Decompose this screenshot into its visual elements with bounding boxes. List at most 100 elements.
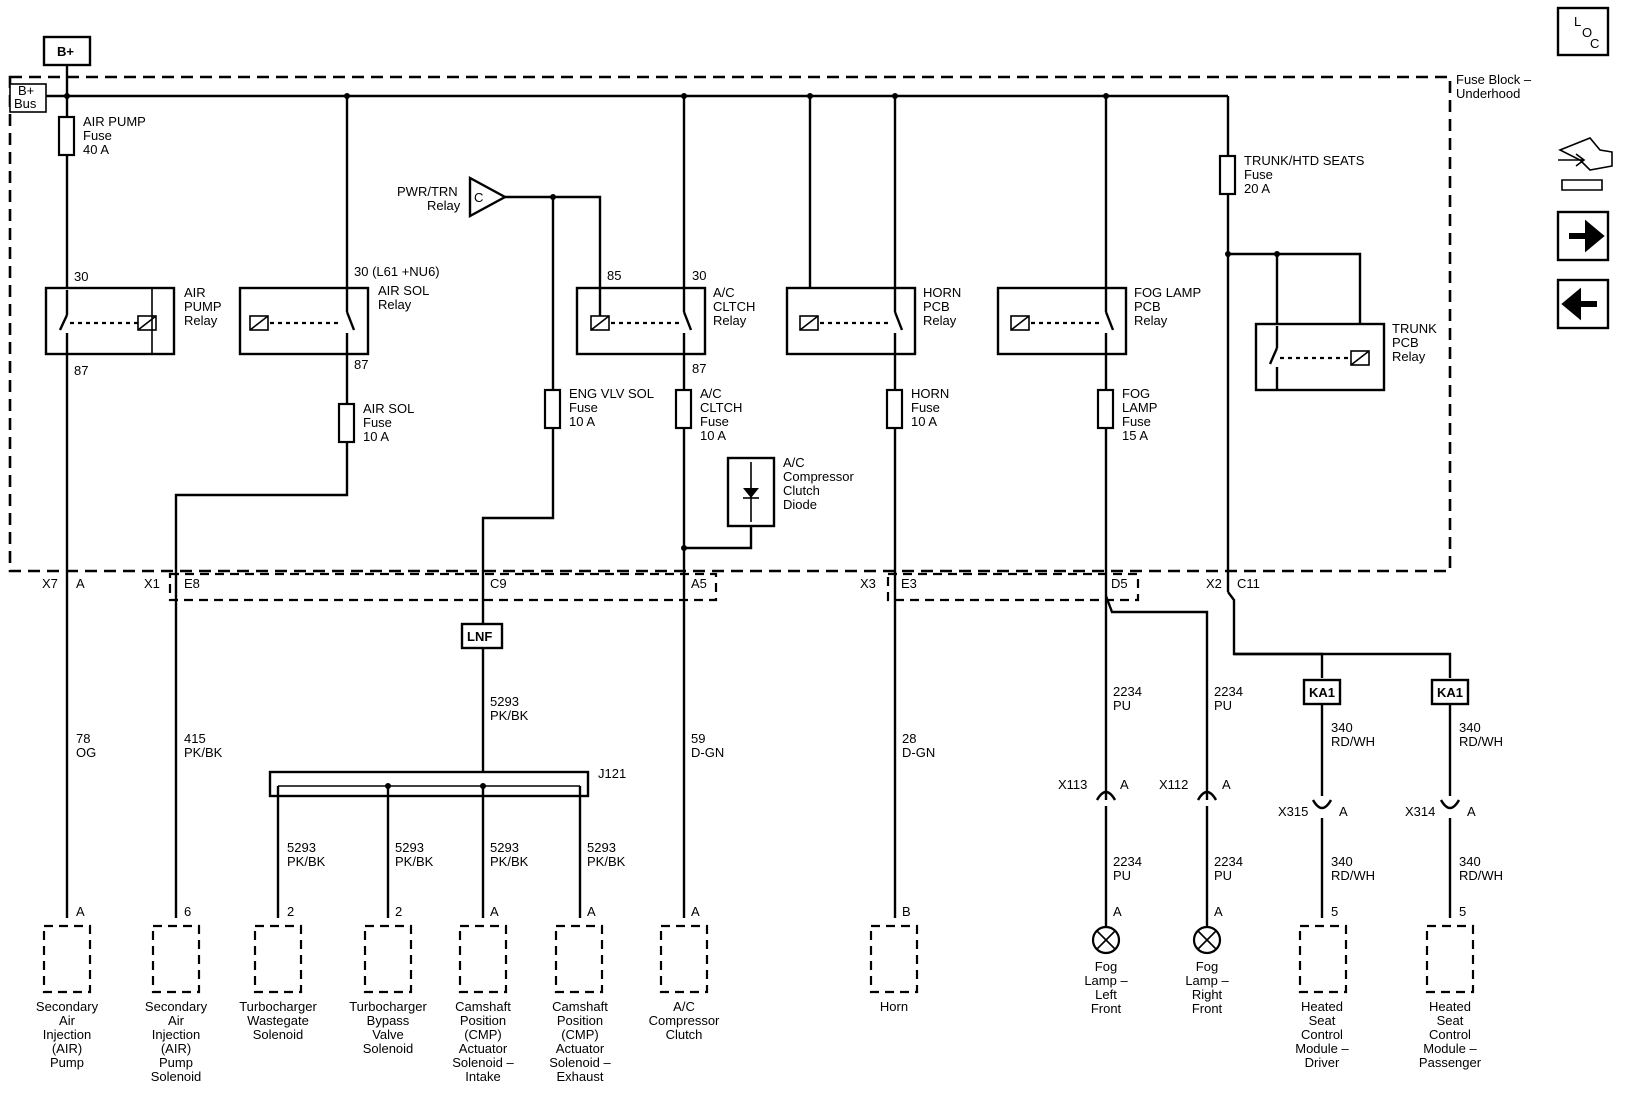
diagram-label: X3 [860,576,876,591]
connector-view-icon[interactable] [1558,137,1613,191]
diagram-label: X7 [42,576,58,591]
diagram-label: AIR [184,285,206,300]
relay-horn [785,286,917,356]
diagram-label: 40 A [83,142,109,157]
diagram-label: Exhaust [557,1069,604,1084]
diagram-label: Heated [1301,999,1343,1014]
relay-trunk [1254,322,1386,392]
diagram-label: PCB [1392,335,1419,350]
diagram-label: 30 [692,268,706,283]
component-cmp-intake-solenoid: A Camshaft Position (CMP) Actuator Solen… [452,904,514,1084]
diagram-label: 2234 [1214,854,1243,869]
option-lnf: LNF [460,622,504,650]
diagram-label: A [1120,777,1129,792]
diagram-label: 2234 [1113,854,1142,869]
diagram-label: Fog [1095,959,1117,974]
diagram-label: 415 [184,731,206,746]
diagram-label: Camshaft [455,999,511,1014]
diagram-label: Left [1095,987,1117,1002]
diagram-label: 78 [76,731,90,746]
component-horn: B Horn [869,904,919,1014]
diagram-label: Air [59,1013,76,1028]
inline-connector-x314 [1439,799,1461,918]
loc-button[interactable]: L O C [1556,6,1610,57]
connector-x3 [886,572,1140,602]
diagram-label: D-GN [691,745,724,760]
diagram-label: Relay [1134,313,1168,328]
diagram-label: (CMP) [561,1027,599,1042]
connector-x1 [168,572,718,602]
diagram-label: 59 [691,731,705,746]
diagram-label: E3 [901,576,917,591]
diagram-label: 5 [1459,904,1466,919]
diagram-label: 87 [692,361,706,376]
diagram-label: Lamp – [1185,973,1229,988]
inline-connector-x112 [1196,790,1218,918]
diagram-label: 10 A [569,414,595,429]
diagram-label: 28 [902,731,916,746]
diagram-label: Bypass [367,1013,410,1028]
diagram-label: 5293 [587,840,616,855]
next-page-button[interactable] [1556,210,1610,262]
diagram-label: Fuse [83,128,112,143]
fuse-air-pump [57,115,76,157]
diagram-label: RD/WH [1331,868,1375,883]
diagram-label: A [1222,777,1231,792]
diagram-label: A [76,576,85,591]
diagram-label: Heated [1429,999,1471,1014]
diagram-label: PK/BK [587,854,626,869]
diagram-label: 5293 [490,694,519,709]
component-air-pump-solenoid: 6 Secondary Air Injection (AIR) Pump Sol… [145,904,208,1084]
diagram-label: (AIR) [161,1041,191,1056]
diagram-label: Passenger [1419,1055,1482,1070]
diagram-label: (CMP) [464,1027,502,1042]
diagram-label: PUMP [184,299,222,314]
diagram-label: Control [1429,1027,1471,1042]
diagram-label: PU [1113,868,1131,883]
diagram-label: B [902,904,911,919]
diagram-label: 2 [395,904,402,919]
diagram-label: CLTCH [700,400,742,415]
diagram-label: A [76,904,85,919]
previous-page-button[interactable] [1556,278,1610,330]
diagram-label: X314 [1405,804,1435,819]
diagram-label: Wastegate [247,1013,309,1028]
diagram-label: PK/BK [490,854,529,869]
fuse-air-sol [337,402,356,444]
diagram-label: A [1339,804,1348,819]
fuse-trunk-htd-seats [1218,154,1237,196]
diagram-label: Fuse [911,400,940,415]
diagram-label: Relay [923,313,957,328]
diagram-label: Turbocharger [349,999,427,1014]
diagram-label: FOG [1122,386,1150,401]
diagram-label: HORN [911,386,949,401]
component-cmp-exhaust-solenoid: A Camshaft Position (CMP) Actuator Solen… [549,904,611,1084]
diagram-label: B+ [57,44,74,59]
diagram-label: Intake [465,1069,500,1084]
diagram-label: Front [1192,1001,1223,1016]
diagram-label: Fuse [569,400,598,415]
diagram-label: 87 [74,363,88,378]
diagram-label: FOG LAMP [1134,285,1201,300]
diagram-label: C9 [490,576,507,591]
diagram-label: Solenoid – [549,1055,611,1070]
diagram-label: PWR/TRN [397,184,458,199]
diagram-label: AIR SOL [378,283,429,298]
fuse-ac-cltch [674,388,693,430]
diagram-label: A/C [783,455,805,470]
diagram-label: Seat [1437,1013,1464,1028]
diagram-label: OG [76,745,96,760]
diagram-label: AIR PUMP [83,114,146,129]
diagram-label: Relay [427,198,461,213]
inline-connector-x315 [1311,799,1333,918]
diagram-label: KA1 [1437,685,1463,700]
diagram-label: Relay [184,313,218,328]
diagram-label: LNF [467,629,492,644]
diagram-label: AIR SOL [363,401,414,416]
relay-air-sol [238,286,370,356]
fuse-fog-lamp [1096,388,1115,430]
diagram-label: LAMP [1122,400,1157,415]
diagram-label: KA1 [1309,685,1335,700]
component-fog-lamp-left-front: A Fog Lamp – Left Front [1084,904,1128,1016]
diagram-label: Module – [1423,1041,1477,1056]
